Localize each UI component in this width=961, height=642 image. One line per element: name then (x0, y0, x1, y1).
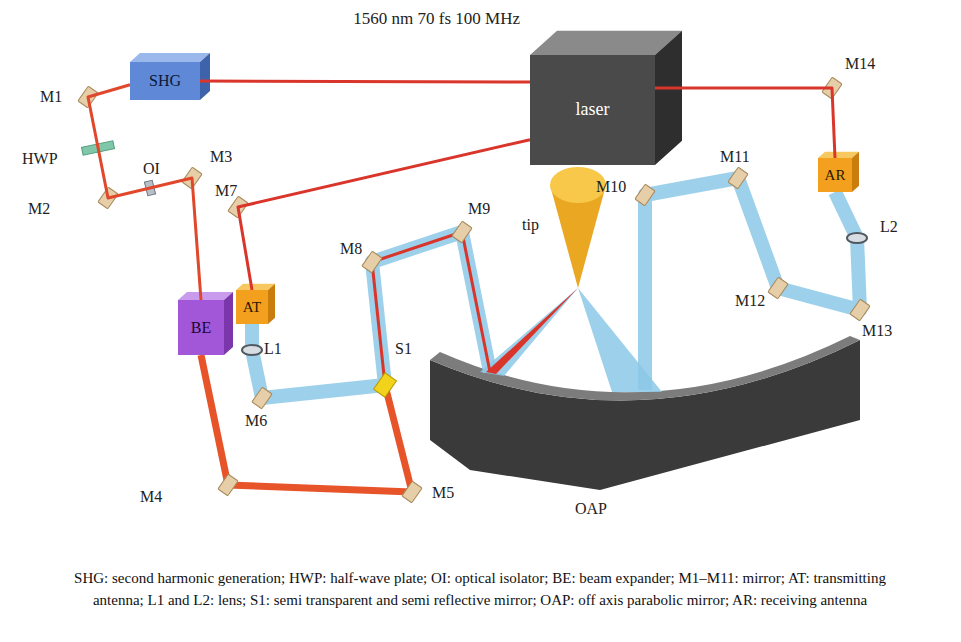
lens (847, 233, 867, 243)
box-side-face (655, 31, 682, 165)
component-label: M7 (215, 182, 237, 200)
mirror (768, 277, 788, 299)
component-label: M3 (210, 148, 232, 166)
mirror (635, 184, 655, 206)
caption: SHG: second harmonic generation; HWP: ha… (60, 568, 900, 612)
component-label: OAP (575, 500, 607, 518)
component-label: M9 (468, 200, 490, 218)
component-label: M14 (845, 55, 875, 73)
mirror (452, 221, 472, 243)
component-label: M4 (140, 488, 162, 506)
component-label: M13 (862, 322, 892, 340)
laser-box: 1560 nm 70 fs 100 MHzlaser (530, 55, 655, 165)
component-label: M2 (28, 200, 50, 218)
component-label: S1 (395, 340, 412, 358)
component-label: M8 (340, 240, 362, 258)
box-top-face (178, 292, 233, 300)
lens (242, 345, 262, 355)
box-top-face (130, 53, 210, 62)
component-label: L1 (264, 340, 282, 358)
thz-focus (480, 288, 578, 376)
box-side-face (852, 152, 859, 192)
mirror (218, 474, 238, 496)
component-name: AR (825, 167, 846, 184)
mirror (252, 387, 272, 409)
probe-beam (372, 232, 490, 385)
receiving-antenna: AR (818, 158, 852, 192)
component-name: AT (243, 299, 261, 316)
component-label: M6 (245, 412, 267, 430)
mirror (850, 299, 870, 321)
beam-splitter (374, 373, 397, 397)
laser-spec: 1560 nm 70 fs 100 MHz (353, 10, 520, 29)
pump-beam (201, 355, 412, 492)
component-label: M11 (720, 148, 750, 166)
component-name: laser (576, 100, 610, 120)
component-name: SHG (149, 72, 181, 90)
beam-path (200, 80, 530, 84)
thz-reflect (578, 288, 662, 392)
component-label: M12 (735, 292, 765, 310)
mirror (362, 251, 382, 273)
thz-beam (645, 178, 860, 390)
component-label: M1 (40, 88, 62, 106)
transmitting-antenna: AT (236, 290, 268, 324)
component-label: HWP (22, 150, 58, 168)
probe-focus (486, 288, 578, 374)
component-name: BE (191, 319, 211, 337)
component-label: OI (143, 160, 160, 178)
mirror (402, 481, 422, 503)
beam-path (88, 85, 201, 300)
component-label: L2 (880, 218, 898, 236)
beam-expander: BE (178, 300, 224, 355)
component-label: tip (522, 216, 539, 234)
box-side-face (200, 53, 210, 100)
thz-beam (252, 232, 490, 398)
component-label: M5 (432, 484, 454, 502)
beam-path (655, 88, 835, 158)
mirror (728, 167, 748, 189)
component-label: M10 (596, 178, 626, 196)
beam-path (238, 140, 530, 290)
shg-crystal: SHG (130, 62, 200, 100)
box-side-face (224, 292, 233, 355)
box-side-face (268, 284, 275, 324)
